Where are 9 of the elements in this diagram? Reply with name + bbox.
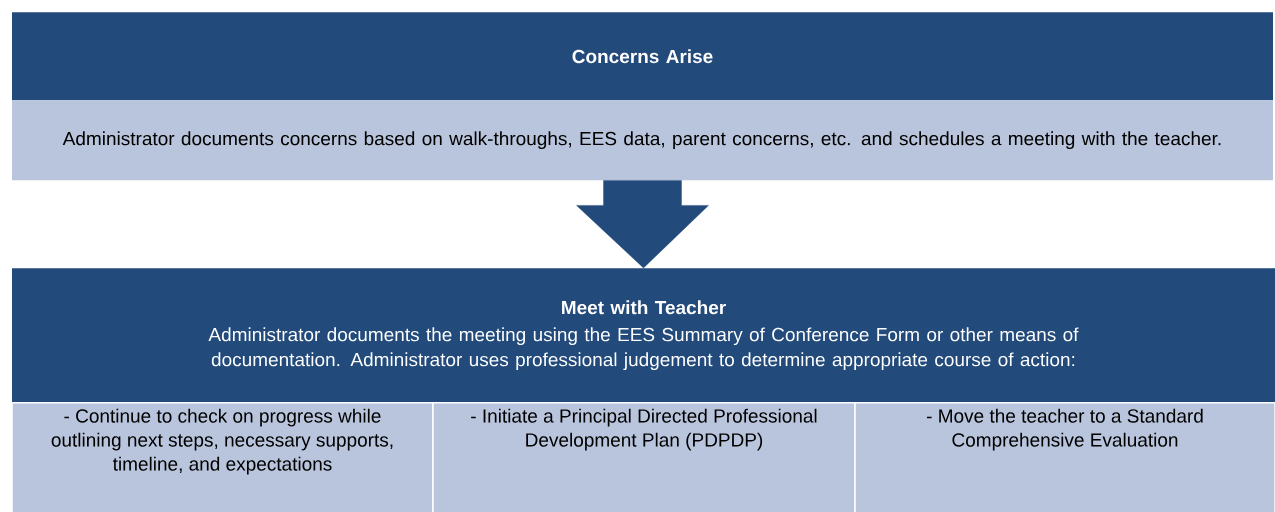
header-band: Meet with Teacher Administrator documents the meeting using the EES Summary of Conference Form or other means of documentation. Administrator uses professional judgement to determine appropriate course of action: bbox=[12, 268, 1275, 403]
node-label: - Continue to check on progress while outlining next steps, necessary supports, timeline, and expectations bbox=[51, 408, 393, 475]
option-cell: - Move the teacher to a Standard Comprehensive Evaluation bbox=[854, 402, 1275, 512]
option-cell: - Initiate a Principal Directed Professional Development Plan (PDPDP) bbox=[432, 402, 856, 512]
option-cell: - Continue to check on progress while outlining next steps, necessary supports, timeline, and expectations bbox=[11, 402, 434, 512]
header-band: Concerns Arise bbox=[12, 12, 1273, 101]
block-arrow bbox=[576, 180, 709, 269]
node-label: - Initiate a Principal Directed Professional Development Plan (PDPDP) bbox=[471, 408, 817, 451]
text-band: Administrator documents concerns based on walk-throughs, EES data, parent concerns, etc. and schedules a meeting with the teacher. bbox=[12, 100, 1273, 181]
